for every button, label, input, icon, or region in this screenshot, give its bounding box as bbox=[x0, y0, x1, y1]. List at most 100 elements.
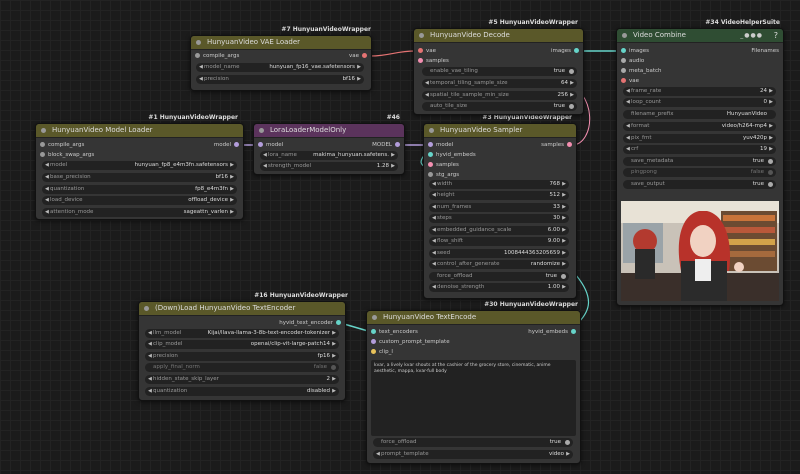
node-model-loader[interactable]: HunyuanVideo Model Loader compile_args b… bbox=[35, 123, 244, 220]
arrow-left-icon[interactable]: ◀ bbox=[432, 250, 436, 256]
arrow-right-icon[interactable]: ▶ bbox=[332, 376, 336, 382]
node-title[interactable]: HunyuanVideo Sampler bbox=[424, 124, 576, 138]
arrow-left-icon[interactable]: ◀ bbox=[148, 353, 152, 359]
input-samples[interactable]: samples bbox=[428, 161, 459, 169]
input-hyvid-embeds[interactable]: hyvid_embeds bbox=[428, 151, 476, 159]
socket-dot-icon[interactable] bbox=[371, 339, 376, 344]
help-icon[interactable]: ? bbox=[773, 31, 778, 40]
arrow-right-icon[interactable]: ▶ bbox=[562, 192, 566, 198]
arrow-left-icon[interactable]: ◀ bbox=[199, 64, 203, 70]
toggle-knob-icon[interactable] bbox=[561, 274, 566, 279]
socket-dot-icon[interactable] bbox=[395, 142, 400, 147]
arrow-right-icon[interactable]: ▶ bbox=[391, 163, 395, 169]
arrow-right-icon[interactable]: ▶ bbox=[357, 76, 361, 82]
input-images[interactable]: images bbox=[621, 47, 649, 55]
node-video-combine[interactable]: Video Combine_●●●? images audio meta_bat… bbox=[616, 28, 784, 306]
node-title[interactable]: LoraLoaderModelOnly bbox=[254, 124, 404, 138]
arrow-right-icon[interactable]: ▶ bbox=[562, 204, 566, 210]
input-custom-prompt-template[interactable]: custom_prompt_template bbox=[371, 338, 450, 346]
socket-dot-icon[interactable] bbox=[567, 142, 572, 147]
arrow-right-icon[interactable]: ▶ bbox=[332, 330, 336, 336]
output-images[interactable]: images bbox=[551, 47, 579, 55]
arrow-right-icon[interactable]: ▶ bbox=[230, 162, 234, 168]
arrow-right-icon[interactable]: ▶ bbox=[562, 238, 566, 244]
toggle-knob-icon[interactable] bbox=[768, 159, 773, 164]
arrow-right-icon[interactable]: ▶ bbox=[562, 250, 566, 256]
arrow-left-icon[interactable]: ◀ bbox=[432, 227, 436, 233]
arrow-left-icon[interactable]: ◀ bbox=[45, 209, 49, 215]
socket-dot-icon[interactable] bbox=[371, 349, 376, 354]
node-textencode[interactable]: HunyuanVideo TextEncode text_encoders cu… bbox=[366, 310, 581, 464]
arrow-left-icon[interactable]: ◀ bbox=[432, 261, 436, 267]
socket-dot-icon[interactable] bbox=[621, 48, 626, 53]
arrow-left-icon[interactable]: ◀ bbox=[626, 135, 630, 141]
arrow-right-icon[interactable]: ▶ bbox=[562, 181, 566, 187]
toggle-knob-icon[interactable] bbox=[569, 104, 574, 109]
socket-dot-icon[interactable] bbox=[371, 329, 376, 334]
output-hyvid-embeds[interactable]: hyvid_embeds bbox=[528, 328, 576, 336]
arrow-right-icon[interactable]: ▶ bbox=[391, 152, 395, 158]
toggle-knob-icon[interactable] bbox=[569, 69, 574, 74]
arrow-left-icon[interactable]: ◀ bbox=[199, 76, 203, 82]
arrow-left-icon[interactable]: ◀ bbox=[263, 152, 267, 158]
arrow-right-icon[interactable]: ▶ bbox=[769, 146, 773, 152]
input-model[interactable]: model bbox=[428, 141, 453, 149]
output-model[interactable]: MODEL bbox=[372, 141, 400, 149]
node-sampler[interactable]: HunyuanVideo Sampler model hyvid_embeds … bbox=[423, 123, 577, 299]
arrow-left-icon[interactable]: ◀ bbox=[626, 99, 630, 105]
toggle-knob-icon[interactable] bbox=[768, 170, 773, 175]
collapse-dot-icon[interactable] bbox=[144, 306, 149, 311]
input-compile-args[interactable]: compile_args bbox=[40, 141, 84, 149]
node-title[interactable]: HunyuanVideo TextEncode bbox=[367, 311, 580, 325]
arrow-left-icon[interactable]: ◀ bbox=[376, 451, 380, 457]
arrow-left-icon[interactable]: ◀ bbox=[425, 80, 429, 86]
output-samples[interactable]: samples bbox=[541, 141, 572, 149]
toggle-knob-icon[interactable] bbox=[768, 182, 773, 187]
socket-dot-icon[interactable] bbox=[336, 320, 341, 325]
input-samples[interactable]: samples bbox=[418, 57, 449, 65]
socket-dot-icon[interactable] bbox=[621, 58, 626, 63]
arrow-right-icon[interactable]: ▶ bbox=[230, 197, 234, 203]
node-title[interactable]: (Down)Load HunyuanVideo TextEncoder bbox=[139, 302, 345, 316]
node-decode[interactable]: HunyuanVideo Decode vae samples images e… bbox=[413, 28, 584, 115]
arrow-left-icon[interactable]: ◀ bbox=[45, 162, 49, 168]
toggle-knob-icon[interactable] bbox=[331, 365, 336, 370]
arrow-right-icon[interactable]: ▶ bbox=[769, 135, 773, 141]
toggle-knob-icon[interactable] bbox=[565, 440, 570, 445]
arrow-left-icon[interactable]: ◀ bbox=[432, 204, 436, 210]
arrow-left-icon[interactable]: ◀ bbox=[45, 186, 49, 192]
socket-dot-icon[interactable] bbox=[574, 48, 579, 53]
input-clip-l[interactable]: clip_l bbox=[371, 348, 393, 356]
arrow-left-icon[interactable]: ◀ bbox=[432, 192, 436, 198]
node-title[interactable]: HunyuanVideo Model Loader bbox=[36, 124, 243, 138]
arrow-right-icon[interactable]: ▶ bbox=[566, 451, 570, 457]
prompt-textarea[interactable]: kvar, a lively kvar shouts at the cashie… bbox=[371, 360, 576, 436]
arrow-left-icon[interactable]: ◀ bbox=[432, 215, 436, 221]
arrow-right-icon[interactable]: ▶ bbox=[230, 174, 234, 180]
arrow-right-icon[interactable]: ▶ bbox=[769, 88, 773, 94]
collapse-dot-icon[interactable] bbox=[429, 128, 434, 133]
node-lora-loader[interactable]: LoraLoaderModelOnly model MODEL ◀lora_na… bbox=[253, 123, 405, 175]
